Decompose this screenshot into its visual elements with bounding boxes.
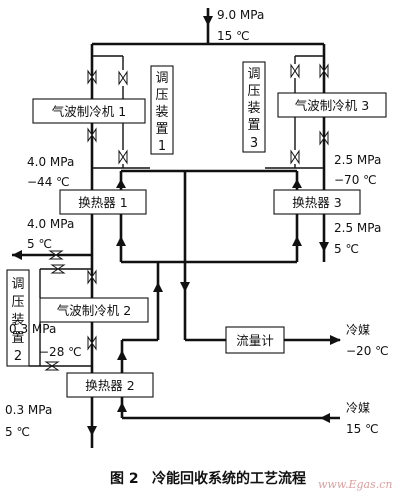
regulator-3-char: 调	[247, 67, 260, 82]
regulator-2-char: 调	[11, 277, 24, 292]
hx2-out-temperature: 5 ℃	[5, 425, 30, 439]
hx3-out-temperature: 5 ℃	[334, 242, 359, 256]
regulator-2-char: 压	[11, 295, 24, 310]
r1-out-temperature: −44 ℃	[27, 175, 70, 189]
heat-exchanger-3-label: 换热器 3	[292, 195, 341, 210]
regulator-2-box	[6, 269, 30, 367]
hx1-out-pressure: 4.0 MPa	[27, 217, 74, 231]
regulator-3-box	[242, 61, 266, 153]
heat-exchanger-2-box	[66, 372, 154, 398]
coolant-lines: 流量计	[117, 310, 341, 423]
r3-out-pressure: 2.5 MPa	[334, 153, 381, 167]
regulator-2-char: 2	[14, 349, 22, 364]
heat-exchanger-1-box	[59, 189, 147, 215]
regulator-2-char: 装	[11, 313, 24, 328]
heat-exchanger-3-box	[273, 189, 361, 215]
regulator-3-char: 置	[247, 118, 260, 133]
valve-icon[interactable]	[290, 150, 300, 164]
regulator-1-char: 1	[158, 139, 166, 154]
valve-icon[interactable]	[118, 150, 128, 164]
r3-out-temperature: −70 ℃	[334, 173, 377, 187]
flowmeter-label: 流量计	[236, 333, 274, 348]
refrigerator-3-box	[277, 92, 387, 118]
coolant-in-name: 冷媒	[346, 401, 370, 415]
r2-out-temperature: −28 ℃	[39, 345, 82, 359]
regulator-3-char: 3	[250, 136, 258, 151]
coolant-loop	[116, 169, 302, 310]
valve-icon[interactable]	[290, 64, 300, 78]
coolant-in-temperature: 15 ℃	[346, 422, 379, 436]
lower-left-train: 4.0 MPa 5 ℃ 调 压 装 置 2 气波制冷机 2 0.3 MPa −2…	[6, 214, 149, 373]
flowmeter-box	[225, 326, 285, 354]
regulator-1-char: 装	[155, 105, 168, 120]
r2-out-pressure: 0.3 MPa	[9, 322, 56, 336]
valve-icon[interactable]	[118, 71, 128, 85]
coolant-out-temperature: −20 ℃	[346, 344, 389, 358]
refrigerator-2-box	[39, 297, 149, 323]
hx1-out-temperature: 5 ℃	[27, 237, 52, 251]
hx2-out-pressure: 0.3 MPa	[5, 403, 52, 417]
r1-out-pressure: 4.0 MPa	[27, 155, 74, 169]
inlet-stream: 9.0 MPa 15 ℃	[203, 8, 264, 44]
left-train: 气波制冷机 1 调 压 装 置 1 4.0 MPa −44 ℃	[27, 44, 174, 190]
regulator-1-char: 调	[155, 71, 168, 86]
regulator-1-char: 置	[155, 122, 168, 137]
regulator-1-box	[150, 65, 174, 155]
refrigerator-1-box	[32, 98, 146, 124]
refrigerator-3-label: 气波制冷机 3	[295, 98, 369, 113]
hx3-out-pressure: 2.5 MPa	[334, 221, 381, 235]
heat-exchanger-2-label: 换热器 2	[85, 378, 134, 393]
figure-number: 图 2	[110, 471, 139, 487]
right-train: 气波制冷机 3 调 压 装 置 3 2.5 MPa −70 ℃	[242, 44, 387, 190]
coolant-out-name: 冷媒	[346, 323, 370, 337]
regulator-1-char: 压	[155, 88, 168, 103]
regulator-3-char: 压	[247, 84, 260, 99]
heat-exchanger-1-label: 换热器 1	[78, 195, 127, 210]
inlet-pressure: 9.0 MPa	[217, 8, 264, 22]
regulator-3-char: 装	[247, 101, 260, 116]
refrigerator-1-label: 气波制冷机 1	[52, 104, 126, 119]
refrigerator-2-label: 气波制冷机 2	[57, 303, 131, 318]
figure-caption: 冷能回收系统的工艺流程	[152, 470, 306, 487]
regulator-2-char: 置	[11, 331, 24, 346]
watermark: www.Egas.cn	[318, 478, 392, 491]
inlet-temperature: 15 ℃	[217, 29, 250, 43]
